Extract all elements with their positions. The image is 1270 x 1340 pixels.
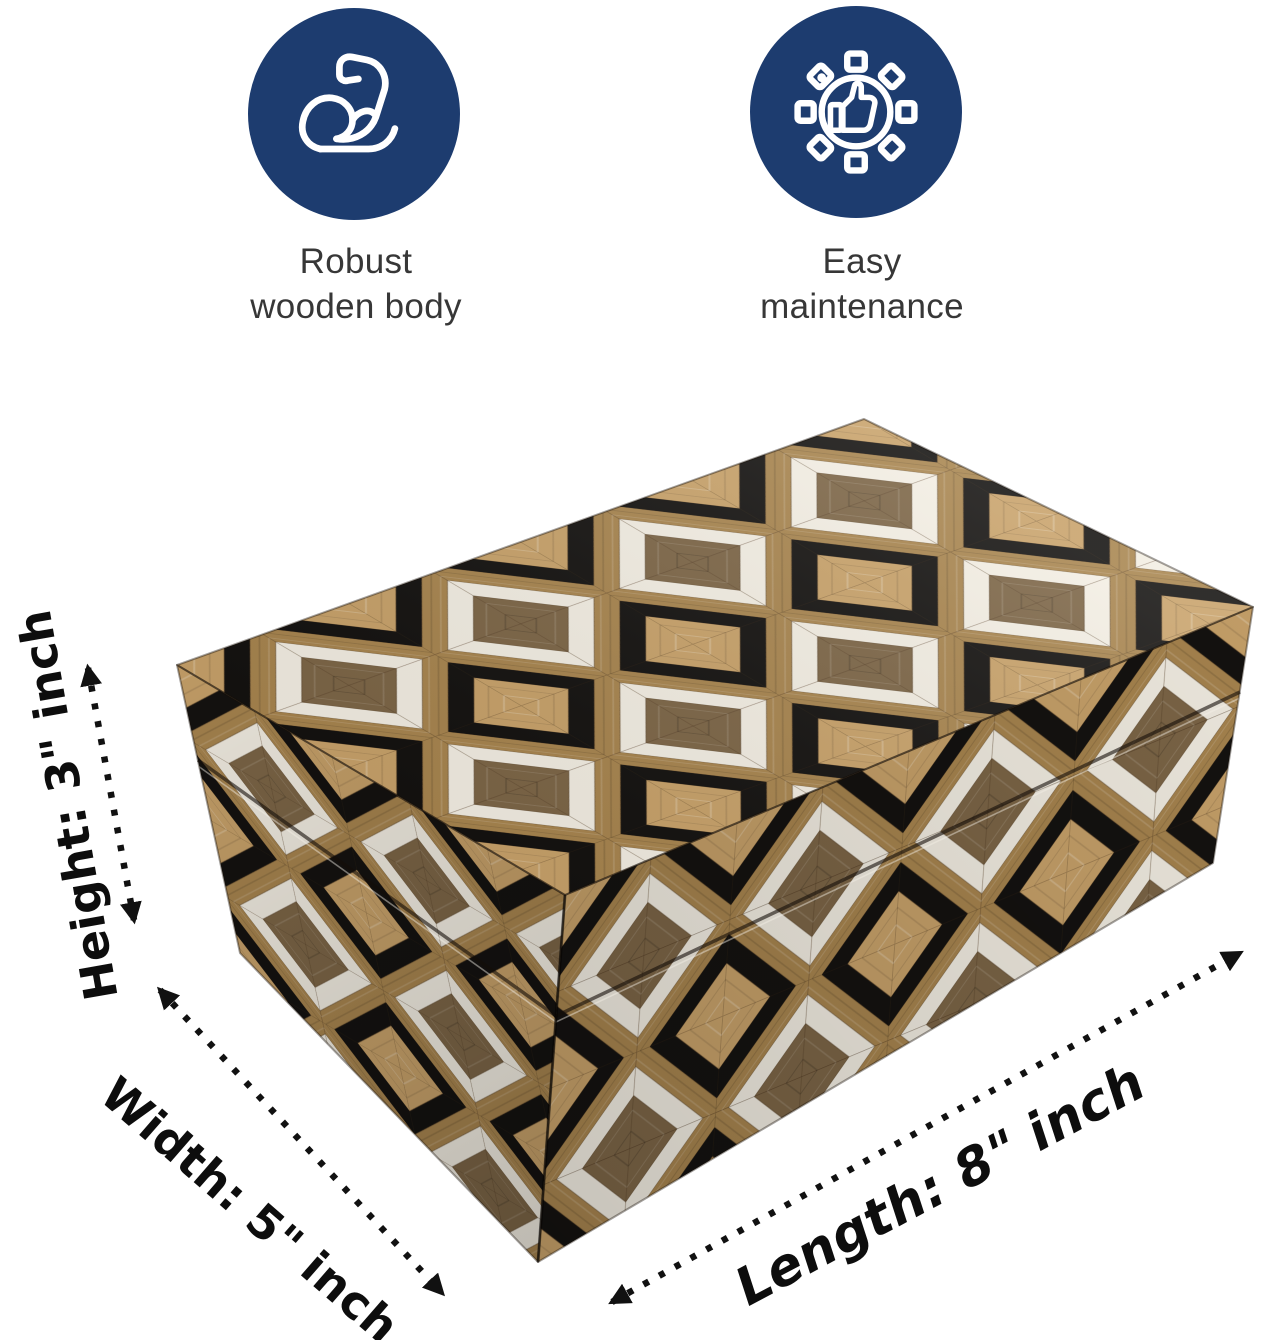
height-arrow [80, 663, 142, 925]
dimension-arrows [80, 663, 1244, 1305]
feature-label-robust: Robust wooden body [176, 240, 536, 330]
box-edges [176, 418, 1254, 1263]
box-lid-seam [196, 690, 1241, 1023]
feature-label-easy: Easy maintenance [682, 240, 1042, 330]
feature-badge-robust [248, 8, 460, 220]
feature-label-line2: wooden body [250, 286, 462, 326]
feature-badge-easy [750, 6, 962, 218]
feature-label-line1: Robust [299, 242, 413, 281]
muscle-arm-icon [298, 53, 399, 153]
feature-label-line2: maintenance [760, 286, 964, 326]
gear-thumbs-up-icon [794, 50, 918, 174]
feature-label-line1: Easy [822, 242, 902, 281]
length-arrow [608, 950, 1244, 1305]
width-arrow [156, 986, 446, 1297]
